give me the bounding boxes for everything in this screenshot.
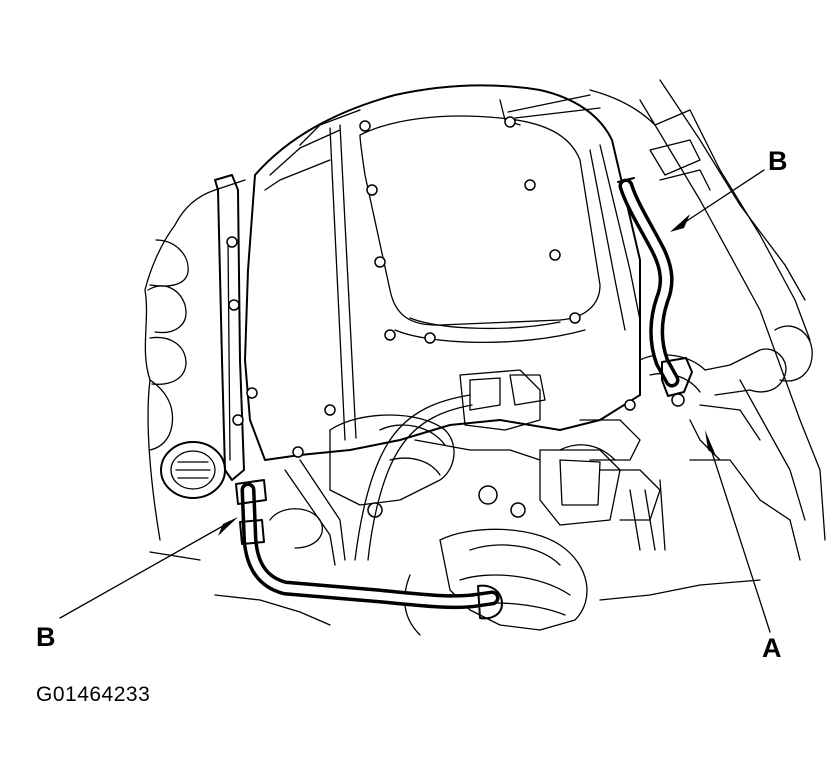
- figure-id-label: G01464233: [36, 683, 151, 706]
- tube-routing: [269, 394, 616, 636]
- leader-lines: [59, 169, 771, 633]
- engine-bay-outline: [144, 79, 826, 626]
- hose-b-right: [617, 177, 693, 407]
- callout-a: A: [762, 633, 782, 663]
- left-bracket: [214, 174, 245, 481]
- plenum-bolts: [246, 116, 636, 458]
- callout-b-left: B: [36, 622, 56, 652]
- intake-plenum: [244, 84, 641, 461]
- hose-b-left: [235, 479, 503, 620]
- callout-b-right: B: [768, 146, 788, 176]
- oil-filler-cap: [160, 441, 226, 499]
- throttle-body-area: [329, 369, 666, 631]
